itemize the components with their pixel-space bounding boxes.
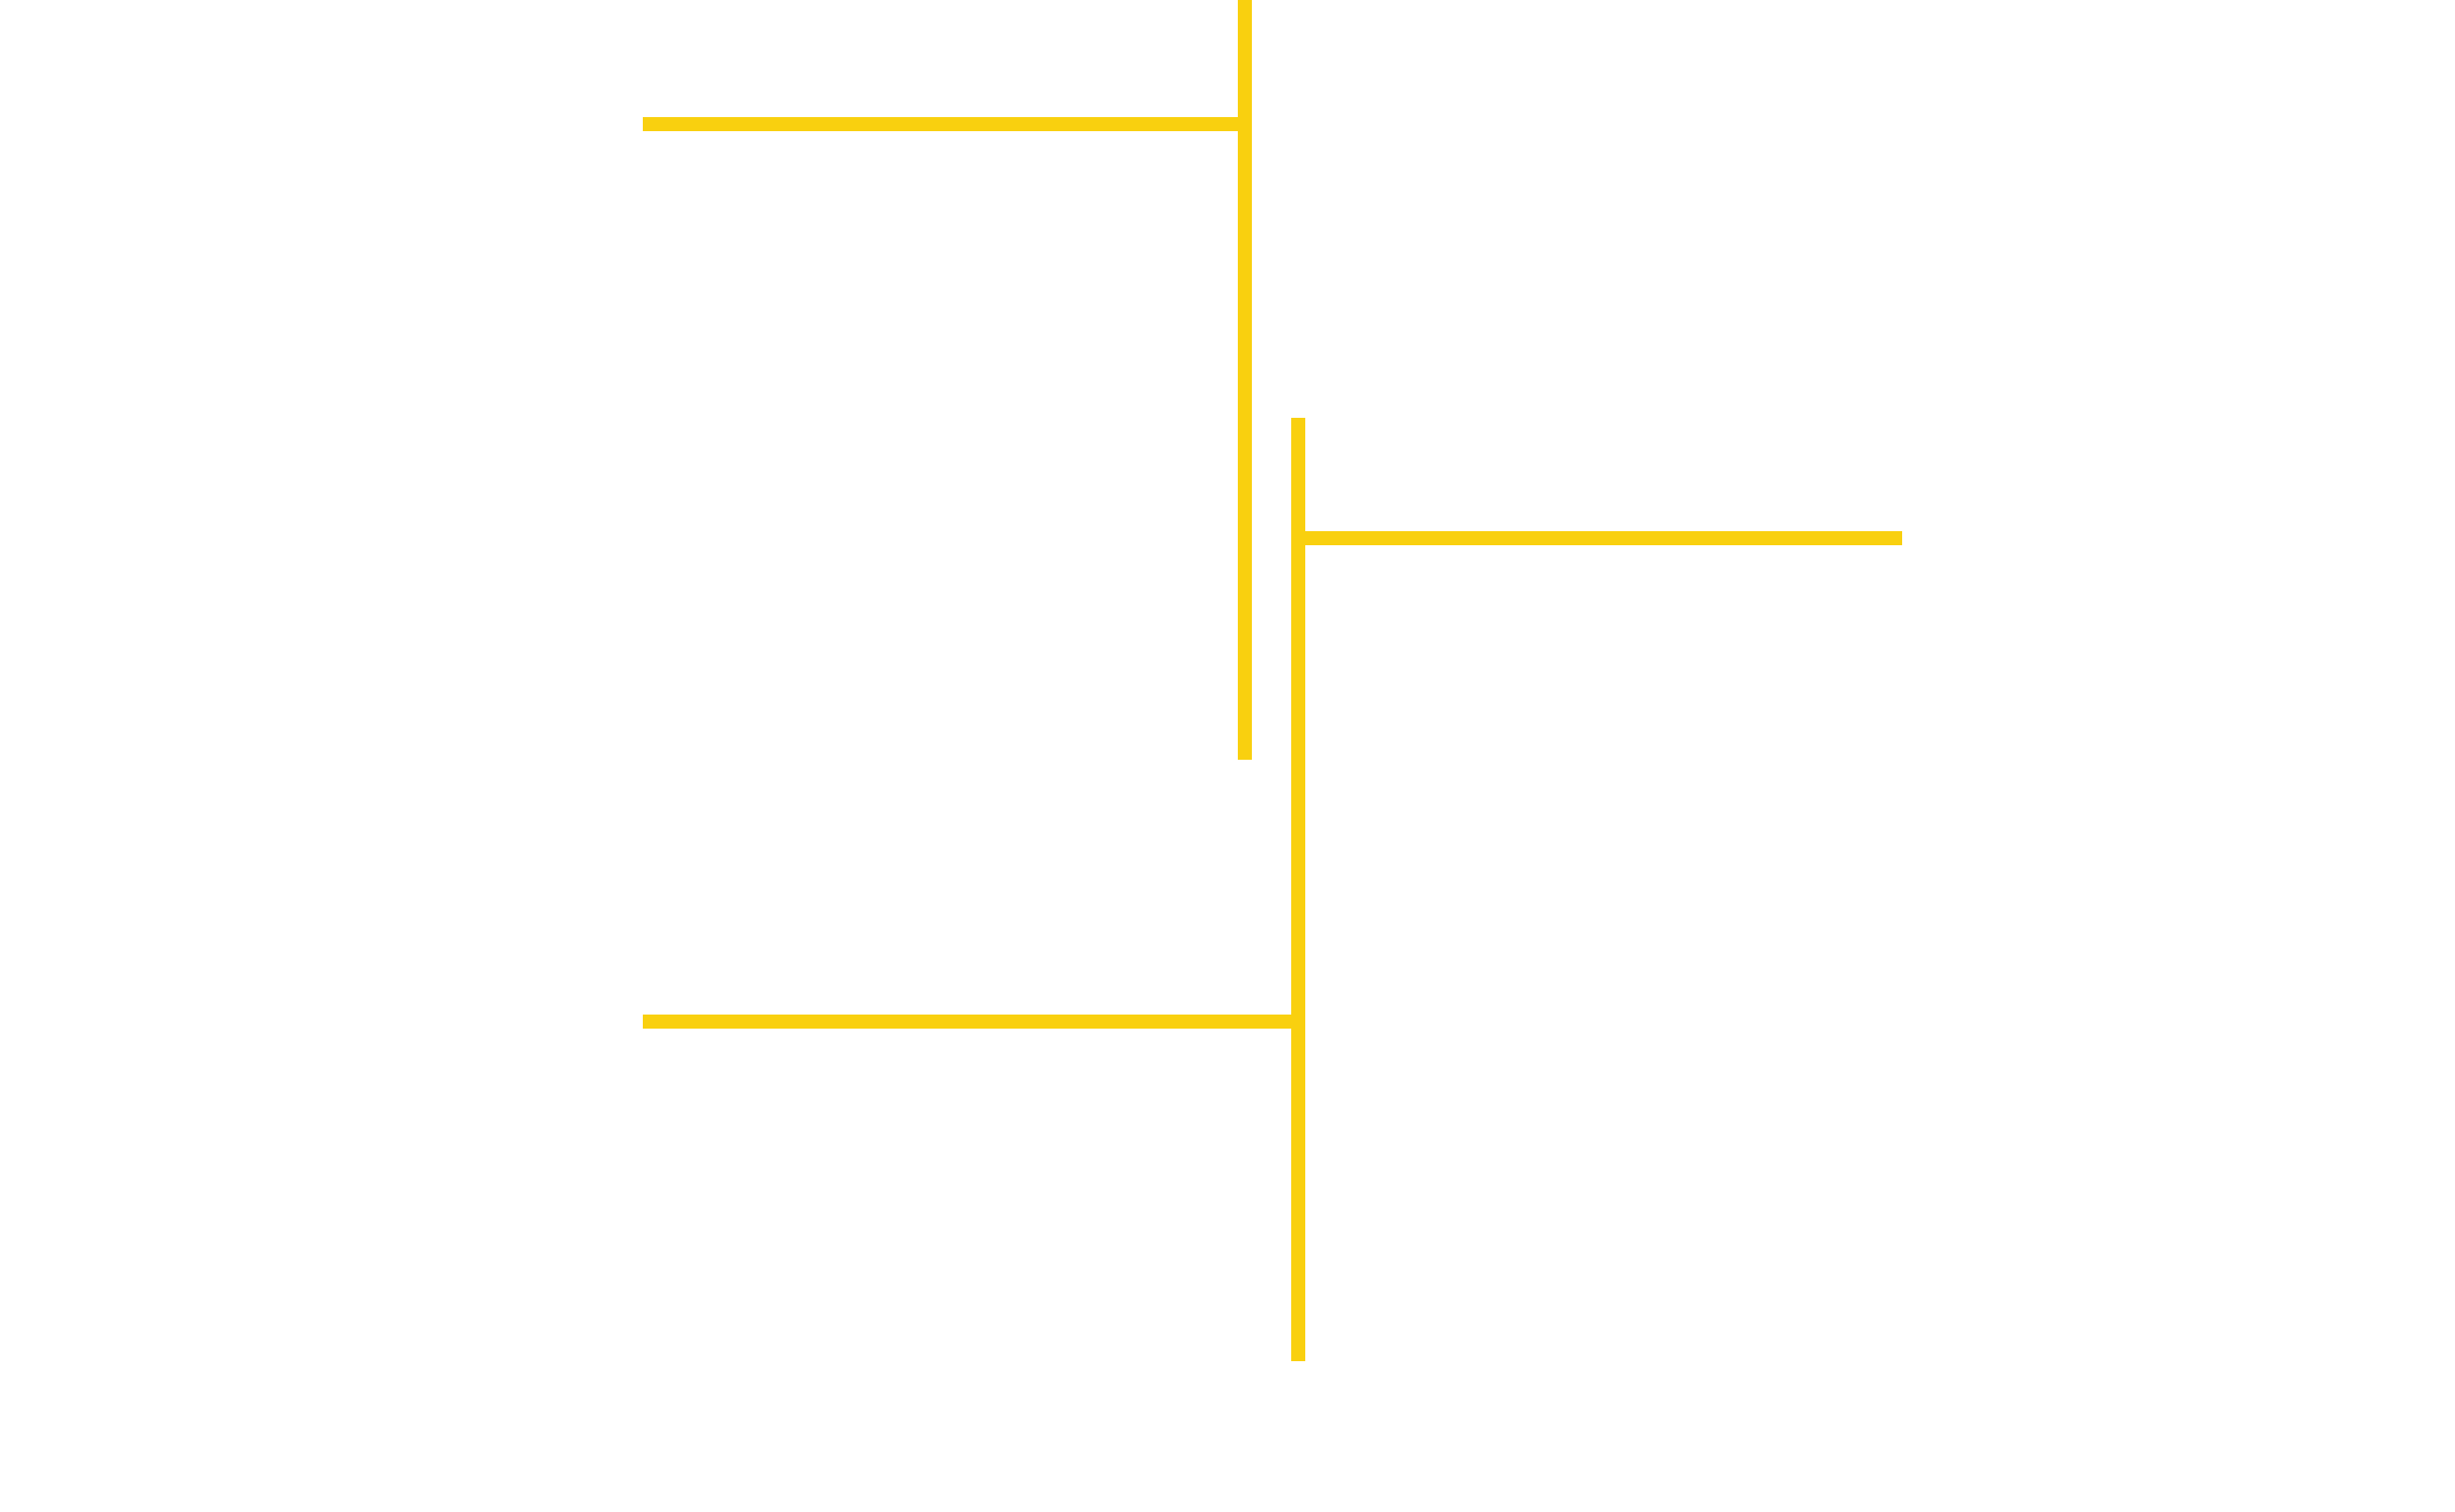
upper-bracket bbox=[643, 0, 1252, 760]
middle-bracket bbox=[1291, 418, 1902, 1361]
middle-bracket-right-arm bbox=[1298, 531, 1902, 545]
upper-bracket-left-arm bbox=[643, 117, 1247, 131]
middle-bracket-vertical-line bbox=[1291, 418, 1305, 1361]
lower-arm bbox=[643, 1015, 1296, 1029]
upper-bracket-vertical-line bbox=[1238, 0, 1252, 760]
lower-left-arm bbox=[643, 1015, 1296, 1029]
